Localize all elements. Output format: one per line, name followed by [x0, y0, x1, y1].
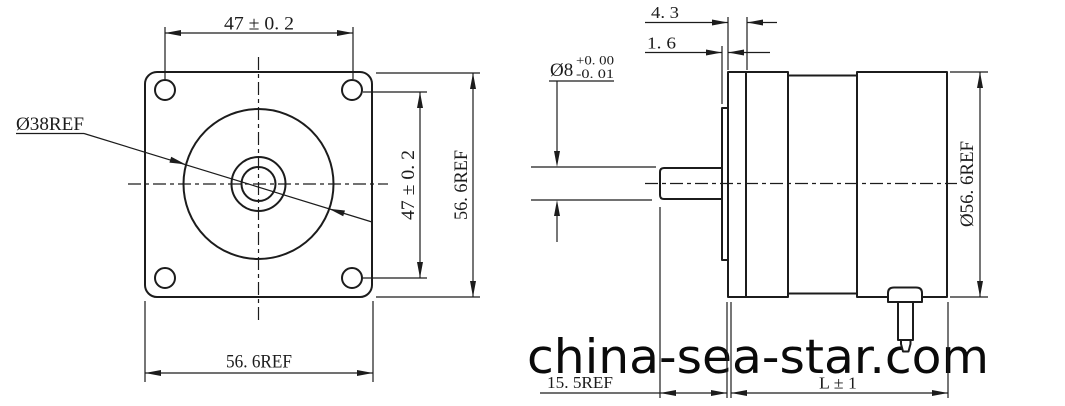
mounting-hole-bottom-right	[341, 267, 363, 289]
rear-endcap	[856, 71, 948, 298]
mounting-hole-bottom-left	[154, 267, 176, 289]
dim-body-diameter-text: Ø56. 6REF	[957, 141, 978, 227]
side-view-outline	[659, 71, 948, 353]
side-view: 4. 3 1. 6 Ø8 +0. 00 -0. 01	[531, 3, 988, 398]
dim-shaft-length-text: 15. 5REF	[547, 373, 613, 392]
dim-pilot-boss-height-text: 1. 6	[647, 34, 676, 53]
dim-front-cap-thickness-text: 4. 3	[651, 3, 679, 22]
dim-hole-spacing-right-text: 47 ± 0. 2	[398, 150, 419, 220]
front-endcap	[745, 71, 789, 298]
dim-body-length-text: L ± 1	[819, 374, 857, 393]
stator-stack	[787, 74, 858, 295]
shaft-diameter-lower-tolerance: -0. 01	[576, 66, 614, 81]
dim-hole-spacing-top: 47 ± 0. 2	[164, 14, 354, 79]
shaft-diameter-upper-tolerance: +0. 00	[576, 53, 614, 68]
dim-shaft-diameter: Ø8 +0. 00 -0. 01	[531, 53, 656, 242]
dim-shaft-length: 15. 5REF	[540, 207, 727, 398]
cable-gland-stem	[897, 301, 914, 341]
shaft-diameter-label: Ø8	[550, 60, 573, 81]
dim-flange-width-text: 56. 6REF	[226, 352, 292, 373]
dim-hole-spacing-right: 47 ± 0. 2	[363, 91, 427, 279]
dim-pilot-boss-height: 1. 6	[645, 34, 770, 104]
mounting-flange	[727, 71, 747, 298]
front-view: Ø38REF 47 ± 0. 2 56. 6REF 47 ± 0. 2	[16, 14, 480, 382]
dim-flange-height-text: 56. 6REF	[451, 150, 472, 220]
front-view-centerlines	[128, 57, 388, 322]
dim-flange-width-bottom: 56. 6REF	[144, 301, 374, 382]
cable-gland-cap	[887, 286, 923, 303]
leader-pilot-diameter: Ø38REF	[16, 114, 373, 223]
mounting-hole-top-left	[154, 79, 176, 101]
dim-body-length: L ± 1	[726, 302, 949, 398]
dim-flange-height-right: 56. 6REF	[376, 72, 480, 298]
pilot-diameter-label: Ø38REF	[16, 114, 84, 135]
cable-gland-tip	[900, 339, 912, 353]
dim-front-cap-thickness: 4. 3	[645, 3, 777, 70]
dim-body-diameter: Ø56. 6REF	[950, 71, 988, 298]
dim-hole-spacing-top-text: 47 ± 0. 2	[224, 14, 294, 35]
mounting-hole-top-right	[341, 79, 363, 101]
